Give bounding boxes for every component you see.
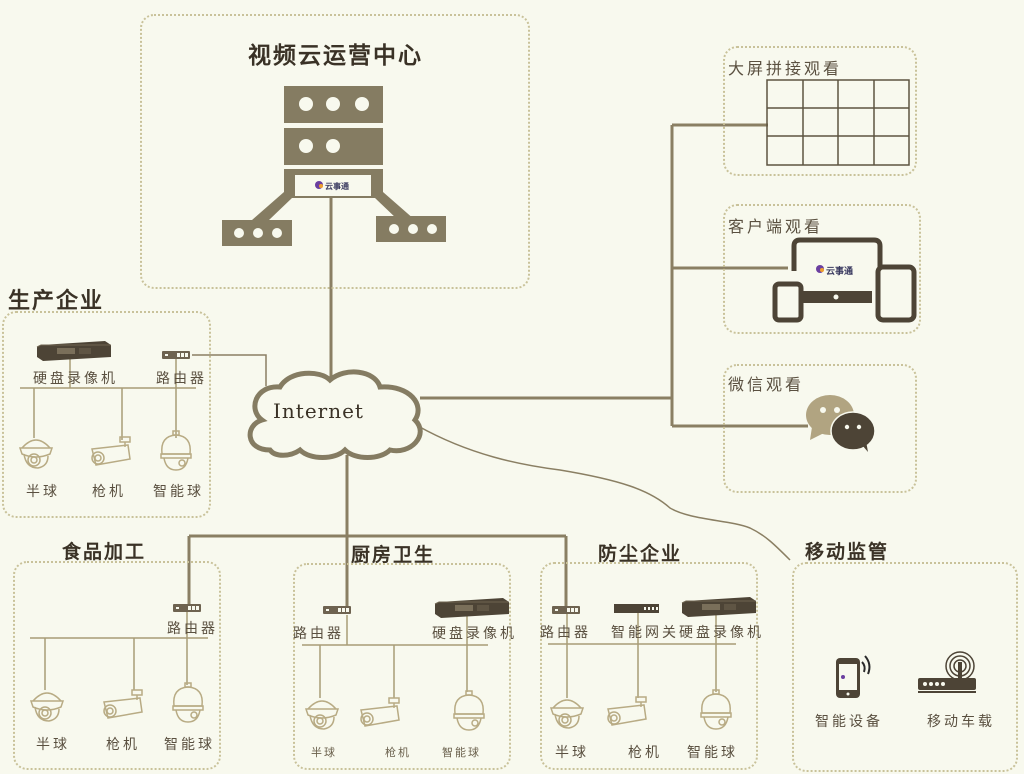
dust-camera-label-3: 智能球 <box>687 745 738 761</box>
internet-label: Internet <box>273 399 364 423</box>
production-speed-dome-icon <box>160 430 192 471</box>
dust-gateway-icon <box>614 604 659 613</box>
production-box <box>2 311 211 518</box>
dust-gateway-label: 智能网关 <box>611 625 679 641</box>
video-wall-icon <box>766 79 910 166</box>
dust-title: 防尘企业 <box>598 543 683 565</box>
food-router-icon <box>173 604 201 612</box>
dust-router-icon <box>552 606 580 614</box>
kitchen-camera-label-3: 智能球 <box>442 746 481 759</box>
client-title: 客户端观看 <box>728 217 824 236</box>
food-speed-dome-icon <box>172 682 204 723</box>
dust-nvr-icon <box>681 597 756 617</box>
dust-network <box>548 610 736 698</box>
dust-bullet-camera-icon <box>607 696 647 726</box>
vehicle-router-icon <box>916 651 976 693</box>
kitchen-title: 厨房卫生 <box>351 544 436 566</box>
food-title: 食品加工 <box>62 541 147 563</box>
food-camera-label-1: 半球 <box>36 737 70 753</box>
production-nvr-icon <box>36 341 111 361</box>
dust-camera-label-1: 半球 <box>555 745 589 761</box>
cloud-center-title: 视频云运营中心 <box>248 43 423 69</box>
wechat-box <box>723 364 917 493</box>
food-router-label: 路由器 <box>167 621 218 637</box>
dust-dome-camera-icon <box>549 699 585 729</box>
mobile-box <box>792 562 1018 772</box>
dust-camera-label-2: 枪机 <box>628 745 662 761</box>
production-camera-label-2: 枪机 <box>92 484 126 500</box>
cloud-center-box <box>140 14 530 289</box>
multi-device-icon <box>772 237 917 323</box>
dust-router-label: 路由器 <box>540 625 591 641</box>
dust-box <box>540 562 758 770</box>
food-network <box>30 612 208 690</box>
line-production-internet <box>192 354 267 386</box>
dust-nvr-label: 硬盘录像机 <box>679 625 764 641</box>
mobile-title: 移动监管 <box>805 541 890 563</box>
kitchen-bullet-camera-icon <box>360 697 400 727</box>
line-internet-mobile <box>417 425 791 561</box>
bigscreen-title: 大屏拼接观看 <box>728 59 843 78</box>
food-dome-camera-icon <box>29 692 65 722</box>
dust-speed-dome-icon <box>700 689 732 730</box>
kitchen-network <box>302 610 488 698</box>
kitchen-camera-label-1: 半球 <box>311 746 337 759</box>
production-nvr-label: 硬盘录像机 <box>33 371 118 387</box>
production-title: 生产企业 <box>8 289 105 314</box>
mobile-device-label-1: 智能设备 <box>815 714 883 730</box>
food-bullet-camera-icon <box>103 689 143 719</box>
kitchen-nvr-icon <box>434 598 509 618</box>
kitchen-dome-camera-icon <box>304 700 340 730</box>
production-camera-label-3: 智能球 <box>153 484 204 500</box>
kitchen-router-label: 路由器 <box>293 626 344 642</box>
kitchen-box <box>293 563 511 770</box>
smart-device-phone-icon <box>836 655 871 698</box>
production-bullet-camera-icon <box>91 436 131 466</box>
production-camera-label-1: 半球 <box>26 484 60 500</box>
production-router-label: 路由器 <box>156 371 207 387</box>
food-camera-label-3: 智能球 <box>164 737 215 753</box>
client-box <box>723 204 921 334</box>
production-router-icon <box>162 351 190 359</box>
kitchen-router-icon <box>323 606 351 614</box>
wechat-title: 微信观看 <box>728 375 805 394</box>
mobile-device-label-2: 移动车载 <box>927 714 995 730</box>
server-icon <box>222 86 446 246</box>
kitchen-camera-label-2: 枪机 <box>385 746 411 759</box>
bigscreen-box <box>723 46 917 176</box>
kitchen-nvr-label: 硬盘录像机 <box>432 626 517 642</box>
internet-cloud-icon <box>247 369 423 460</box>
food-camera-label-2: 枪机 <box>106 737 140 753</box>
production-dome-camera-icon <box>18 439 54 469</box>
food-box <box>13 561 221 770</box>
kitchen-speed-dome-icon <box>453 690 485 731</box>
wechat-icon <box>806 395 876 452</box>
server-logo-text: 云事通 <box>325 182 349 191</box>
client-logo-text: 云事通 <box>826 267 854 277</box>
